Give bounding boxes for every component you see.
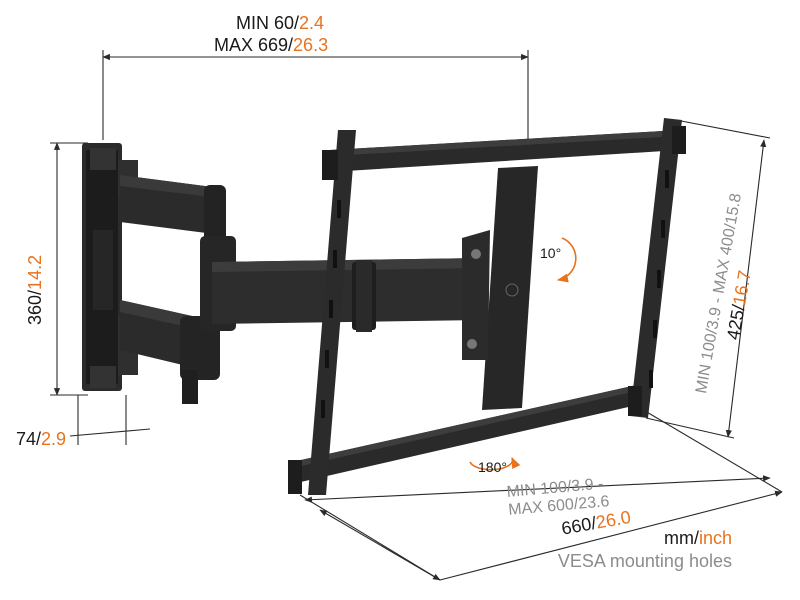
depth-mm: 74	[16, 429, 37, 449]
frame-height-dimension-line	[725, 139, 767, 438]
tilt-angle-label: 10°	[540, 245, 562, 261]
wall-height-inch: 14.2	[25, 254, 45, 290]
main-arm	[212, 258, 482, 332]
wall-height-label: 360/14.2	[25, 254, 45, 325]
tilt-arrow-icon	[556, 237, 577, 283]
legend-unit-inch: inch	[698, 528, 732, 548]
vesa-horizontal-dash: -	[592, 475, 605, 494]
legend-units: mm/inch	[522, 528, 732, 549]
depth-dimension-line	[69, 428, 151, 437]
tilt-pivot-screw-icon	[471, 249, 481, 259]
depth-inch: 2.9	[41, 429, 67, 449]
brand-logo-icon	[505, 283, 519, 297]
dimension-lines	[50, 50, 783, 581]
legend-unit-mm: mm/	[663, 528, 699, 548]
legend: mm/inch VESA mounting holes	[522, 528, 732, 572]
top-min-inch: 2.4	[299, 13, 325, 33]
top-min-mm: MIN 60/	[236, 13, 300, 33]
vesa-horizontal-min-inch: 3.9	[570, 476, 595, 496]
depth-label: 74/2.9	[16, 429, 67, 449]
top-max-inch: 26.3	[293, 35, 329, 55]
vesa-horizontal-max-inch: 23.6	[577, 493, 611, 513]
top-max-mm: MAX 669/	[214, 35, 294, 55]
top-min-label: MIN 60/2.4	[236, 14, 324, 32]
wall-height-mm: 360	[25, 294, 45, 325]
swivel-angle-label: 180°	[478, 459, 507, 475]
tilt-pivot-screw-icon	[467, 339, 477, 349]
legend-caption: VESA mounting holes	[557, 551, 732, 571]
tilt-head	[462, 166, 538, 410]
upper-arm	[120, 175, 236, 404]
tv-frame	[288, 118, 686, 495]
frame-width-dimension-line	[304, 475, 771, 503]
swivel-arrow-icon	[469, 456, 521, 471]
top-max-label: MAX 669/26.3	[214, 36, 328, 54]
